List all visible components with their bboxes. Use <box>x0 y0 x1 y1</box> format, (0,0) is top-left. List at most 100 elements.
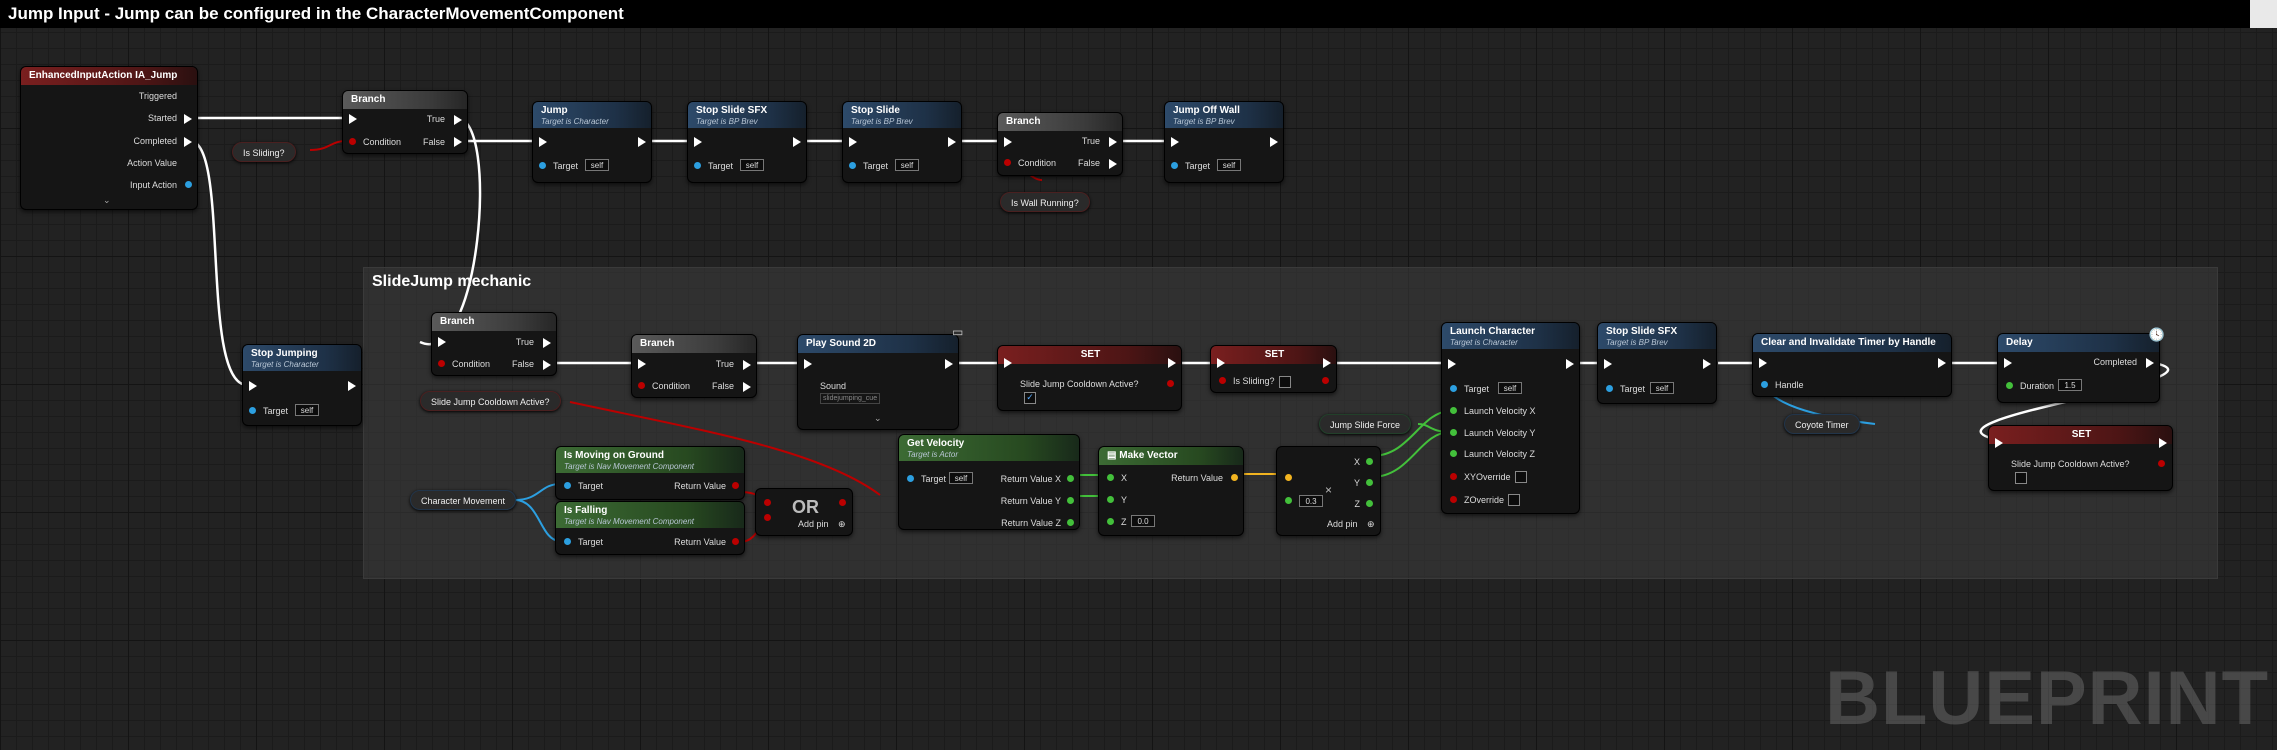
xy-override-checkbox[interactable] <box>1515 471 1527 483</box>
exec-out-pin[interactable] <box>1566 359 1574 369</box>
exec-out-pin[interactable] <box>1109 159 1117 169</box>
target-pin[interactable] <box>539 162 546 169</box>
node-branch[interactable]: Branch Condition True False <box>631 334 757 398</box>
z-out-pin[interactable] <box>1366 500 1373 507</box>
exec-in-pin[interactable] <box>249 381 257 391</box>
z-override-checkbox[interactable] <box>1508 494 1520 506</box>
plus-circle-icon[interactable]: ⊕ <box>1367 519 1375 529</box>
exec-in-pin[interactable] <box>849 137 857 147</box>
input-pin[interactable] <box>764 514 771 521</box>
output-pin[interactable] <box>839 499 846 506</box>
return-pin[interactable] <box>732 482 739 489</box>
exec-out-pin[interactable] <box>743 382 751 392</box>
exec-out-pin[interactable] <box>543 338 551 348</box>
target-pin[interactable] <box>564 538 571 545</box>
get-character-movement[interactable]: Character Movement <box>410 490 517 510</box>
exec-in-pin[interactable] <box>1604 359 1612 369</box>
float-in-pin[interactable] <box>1285 497 1292 504</box>
target-pin[interactable] <box>849 162 856 169</box>
pin-triggered[interactable]: Triggered <box>138 91 177 101</box>
vector-in-pin[interactable] <box>1285 474 1292 481</box>
float-pin[interactable] <box>1067 497 1074 504</box>
output-pin[interactable] <box>1167 380 1174 387</box>
self-value[interactable]: self <box>1498 382 1522 394</box>
exec-out-pin[interactable] <box>454 115 462 125</box>
exec-out-pin[interactable] <box>184 114 192 124</box>
node-set-cooldown[interactable]: SET Slide Jump Cooldown Active? ✓ <box>997 345 1182 411</box>
exec-out-pin[interactable] <box>1703 359 1711 369</box>
exec-out-pin[interactable] <box>348 381 356 391</box>
condition-pin[interactable] <box>349 138 356 145</box>
handle-pin[interactable] <box>1761 381 1768 388</box>
get-jump-slide-force[interactable]: Jump Slide Force <box>1319 414 1412 434</box>
float-pin[interactable] <box>1067 519 1074 526</box>
bool-pin[interactable] <box>1450 473 1457 480</box>
get-is-wall-running[interactable]: Is Wall Running? <box>1000 192 1090 212</box>
target-pin[interactable] <box>694 162 701 169</box>
exec-out-pin[interactable] <box>1323 358 1331 368</box>
vector-pin[interactable] <box>1450 429 1457 436</box>
chevron-down-icon[interactable]: ⌄ <box>103 195 111 205</box>
target-pin[interactable] <box>1171 162 1178 169</box>
pin-input-action[interactable]: Input Action <box>129 180 177 190</box>
x-out-pin[interactable] <box>1366 458 1373 465</box>
return-pin[interactable] <box>732 538 739 545</box>
add-pin-button[interactable]: Add pin <box>1327 519 1358 529</box>
output-pin[interactable] <box>2158 460 2165 467</box>
sound-asset-dropdown[interactable]: slidejumping_cue <box>820 393 881 404</box>
exec-in-pin[interactable] <box>2004 358 2012 368</box>
self-value[interactable]: self <box>895 159 919 171</box>
condition-pin[interactable] <box>638 382 645 389</box>
get-coyote-timer[interactable]: Coyote Timer <box>1784 414 1860 434</box>
exec-in-pin[interactable] <box>804 359 812 369</box>
vector-pin[interactable] <box>1450 407 1457 414</box>
exec-out-pin[interactable] <box>184 137 192 147</box>
vector-out-pin[interactable] <box>1231 474 1238 481</box>
input-pin[interactable] <box>1219 377 1226 384</box>
checkbox-unchecked[interactable] <box>1279 376 1291 388</box>
get-is-sliding[interactable]: Is Sliding? <box>232 142 296 162</box>
self-value[interactable]: self <box>1217 159 1241 171</box>
multiplier-value[interactable]: 0.3 <box>1299 495 1323 507</box>
target-pin[interactable] <box>1606 385 1613 392</box>
exec-in-pin[interactable] <box>1759 358 1767 368</box>
node-or[interactable]: OR Add pin ⊕ <box>755 488 853 536</box>
exec-out-pin[interactable] <box>543 360 551 370</box>
pin-completed[interactable]: Completed <box>133 136 177 146</box>
node-set-is-sliding[interactable]: SET Is Sliding? <box>1210 345 1337 393</box>
node-branch[interactable]: Branch Condition True False <box>997 112 1123 176</box>
node-set-cooldown[interactable]: SET Slide Jump Cooldown Active? <box>1988 425 2173 491</box>
condition-pin[interactable] <box>438 360 445 367</box>
exec-out-pin[interactable] <box>454 137 462 147</box>
checkbox-checked[interactable]: ✓ <box>1024 392 1036 404</box>
exec-out-pin[interactable] <box>948 137 956 147</box>
pin-action-value[interactable]: Action Value <box>127 158 177 168</box>
float-pin[interactable] <box>1067 475 1074 482</box>
exec-out-pin[interactable] <box>638 137 646 147</box>
self-value[interactable]: self <box>740 159 764 171</box>
target-pin[interactable] <box>249 407 256 414</box>
node-clear-invalidate-timer[interactable]: Clear and Invalidate Timer by Handle Han… <box>1752 333 1952 397</box>
target-pin[interactable] <box>1450 385 1457 392</box>
node-multiply[interactable]: 0.3 × X Y Z Add pin ⊕ <box>1276 446 1381 536</box>
node-play-sound-2d[interactable]: Play Sound 2D Sound slidejumping_cue ⌄ <box>797 334 959 430</box>
vector-pin[interactable] <box>1450 450 1457 457</box>
exec-in-pin[interactable] <box>1004 137 1012 147</box>
output-pin[interactable] <box>1322 377 1329 384</box>
target-pin[interactable] <box>564 482 571 489</box>
exec-out-pin[interactable] <box>1270 137 1278 147</box>
self-value[interactable]: self <box>585 159 609 171</box>
duration-value[interactable]: 1.5 <box>2058 379 2082 391</box>
node-branch[interactable]: Branch Condition True False <box>431 312 557 376</box>
exec-in-pin[interactable] <box>1448 359 1456 369</box>
y-out-pin[interactable] <box>1366 479 1373 486</box>
node-enhanced-input-action[interactable]: EnhancedInputAction IA_Jump Triggered St… <box>20 66 198 210</box>
chevron-down-icon[interactable]: ⌄ <box>874 413 882 423</box>
